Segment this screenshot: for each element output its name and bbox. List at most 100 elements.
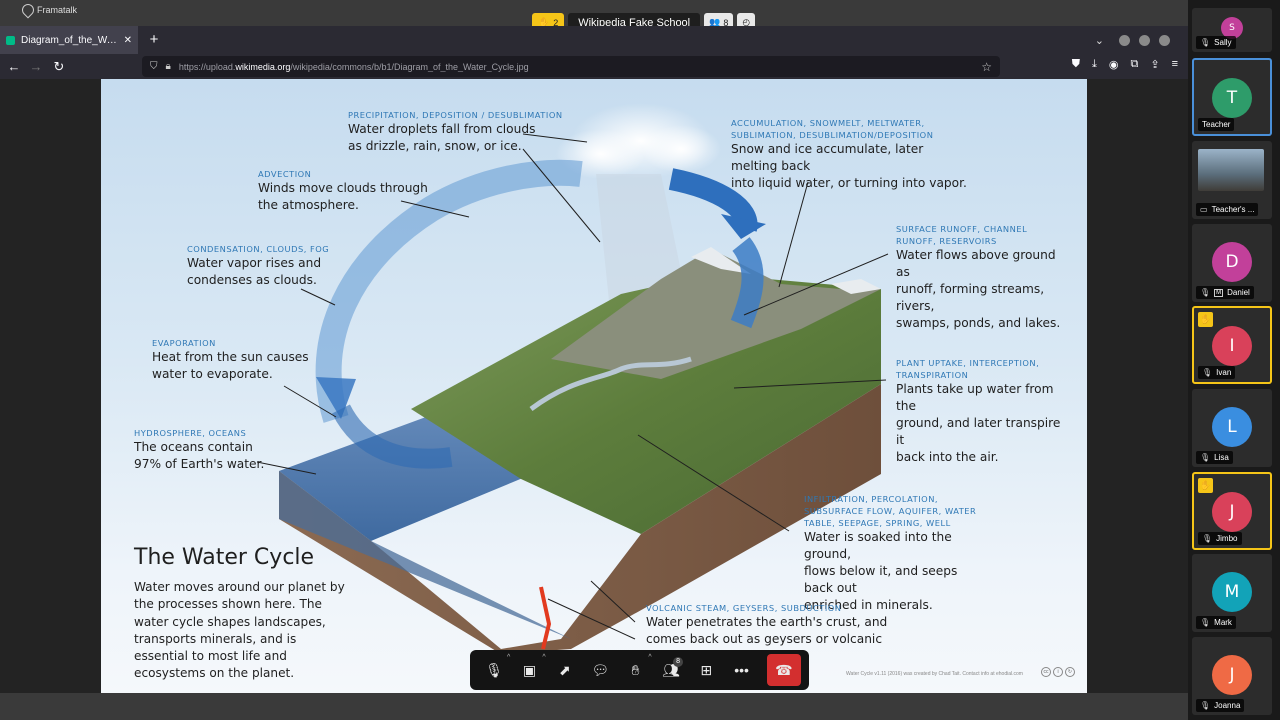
participant-name-tag: 🎙︎Jimbo	[1198, 532, 1242, 545]
browser-toolbar-icons: ⛊ ⤓ ◉ ⧉ ⇪ ≡	[1072, 58, 1178, 71]
participant-tile-teacher[interactable]: T Teacher	[1192, 58, 1272, 136]
extensions-icon[interactable]: ⧉	[1130, 58, 1139, 70]
more-icon: •••	[734, 662, 749, 678]
river-shape	[529, 356, 692, 412]
label-condensation: CONDENSATION, CLOUDS, FOG Water vapor ri…	[187, 244, 330, 287]
mic-options-icon[interactable]: ^	[507, 654, 511, 661]
participant-name-tag: 🎙︎Sally	[1196, 36, 1236, 49]
avatar: I	[1212, 326, 1252, 366]
moderator-icon: M	[1214, 288, 1224, 297]
address-bar[interactable]: ⛉ 🔒︎ https://upload.wikimedia.org/wikipe…	[142, 56, 1000, 77]
participants-badge: 8	[673, 657, 684, 667]
sa-icon: ↻	[1065, 667, 1075, 677]
screen-share-button[interactable]: ⬈	[549, 655, 581, 685]
meeting-toolbar: 🎙︎^ ▣^ ⬈ 💬︎ ✋︎^ 👥︎8 ⊞ ••• ☎︎	[470, 650, 809, 690]
mic-muted-icon: 🎙︎	[1202, 368, 1213, 377]
hangup-button[interactable]: ☎︎	[766, 654, 801, 686]
avatar: T	[1212, 78, 1252, 118]
cycle-arrow-left	[315, 159, 583, 423]
reload-icon[interactable]: ↻	[53, 59, 65, 74]
microphone-button[interactable]: 🎙︎^	[478, 654, 511, 685]
participants-button[interactable]: 👥︎8	[655, 655, 687, 685]
camera-button[interactable]: ▣^	[513, 654, 546, 685]
forward-icon[interactable]: →	[29, 59, 43, 74]
close-tab-icon[interactable]: ✕	[123, 34, 132, 46]
participant-name-tag: 🎙︎Mark	[1196, 616, 1236, 629]
new-tab-button[interactable]: +	[149, 31, 159, 48]
screen-share-icon: ⬈	[558, 661, 571, 678]
minimize-button[interactable]	[1119, 35, 1130, 46]
lock-icon[interactable]: 🔒︎	[165, 61, 171, 72]
diagram-artwork	[256, 103, 889, 654]
participant-name-tag: ▭Teacher's ...	[1196, 203, 1259, 216]
favicon-icon	[6, 35, 15, 45]
app-logo: Framatalk	[19, 1, 78, 19]
account-icon[interactable]: ◉	[1108, 59, 1119, 71]
participants-sidebar: S 🎙︎Sally T Teacher ▭Teacher's ... D 🎙︎M…	[1188, 0, 1280, 720]
participant-name-tag: 🎙︎Ivan	[1198, 366, 1236, 379]
raised-hands-count: 2	[553, 17, 559, 28]
tile-view-button[interactable]: ⊞	[690, 655, 722, 685]
mic-muted-icon: 🎙︎	[1200, 38, 1211, 47]
mic-muted-icon: 🎙︎	[1202, 534, 1213, 543]
mic-muted-icon: 🎙︎	[485, 661, 504, 678]
avatar: J	[1212, 492, 1252, 532]
license-icons: cc i ↻	[1041, 667, 1075, 677]
label-advection: ADVECTION Winds move clouds through the …	[258, 169, 428, 212]
browser-nav-bar: ← → ↻ ⛉ 🔒︎ https://upload.wikimedia.org/…	[0, 54, 1188, 79]
screen-share-thumbnail	[1198, 149, 1264, 191]
hand-icon: ✋	[538, 17, 550, 27]
label-surface-runoff: SURFACE RUNOFF, CHANNEL RUNOFF, RESERVOI…	[896, 224, 1061, 330]
raised-hand-icon: ✋	[1198, 312, 1213, 327]
participant-tile-lisa[interactable]: L 🎙︎Lisa	[1192, 389, 1272, 467]
diagram-title: The Water Cycle	[134, 545, 315, 570]
maximize-button[interactable]	[1139, 35, 1150, 46]
close-window-button[interactable]	[1159, 35, 1170, 46]
participant-tile-jimbo[interactable]: ✋ J 🎙︎Jimbo	[1192, 472, 1272, 550]
participant-tile-sally[interactable]: S 🎙︎Sally	[1192, 8, 1272, 52]
browser-tab[interactable]: Diagram_of_the_Water_Cycle.jpg ✕	[0, 26, 138, 54]
more-actions-button[interactable]: •••	[725, 655, 757, 685]
pocket-icon[interactable]: ⛊	[1071, 58, 1081, 70]
chat-icon: 💬︎	[591, 661, 610, 678]
url-text[interactable]: https://upload.wikimedia.org/wikipedia/c…	[178, 61, 529, 72]
bottom-strip	[0, 693, 1188, 720]
back-icon[interactable]: ←	[7, 59, 21, 74]
raised-hand-icon: ✋	[1198, 478, 1213, 493]
participant-tile-teacher-screen[interactable]: ▭Teacher's ...	[1192, 141, 1272, 219]
participant-name-tag: 🎙︎Joanna	[1196, 699, 1245, 712]
app-name: Framatalk	[37, 5, 78, 15]
leader-lines	[256, 133, 889, 640]
mountain-shape	[551, 249, 881, 379]
logo-icon	[19, 1, 37, 19]
phone-hangup-icon: ☎︎	[775, 661, 793, 678]
cycle-arrow-right	[730, 237, 764, 329]
reactions-options-icon[interactable]: ^	[648, 654, 652, 661]
label-hydrosphere: HYDROSPHERE, OCEANS The oceans contain 9…	[134, 428, 265, 471]
label-plant-uptake: PLANT UPTAKE, INTERCEPTION, TRANSPIRATIO…	[896, 358, 1061, 464]
download-icon[interactable]: ⤓	[1092, 58, 1097, 70]
cc-icon: cc	[1041, 667, 1051, 677]
chat-button[interactable]: 💬︎	[584, 655, 616, 685]
menu-icon[interactable]: ≡	[1171, 58, 1178, 70]
camera-options-icon[interactable]: ^	[542, 654, 546, 661]
raise-hand-button[interactable]: ✋︎^	[619, 654, 652, 685]
bookmark-star-icon[interactable]: ☆	[981, 59, 992, 74]
participant-tile-joanna[interactable]: J 🎙︎Joanna	[1192, 637, 1272, 715]
shield-icon[interactable]: ⛉	[150, 61, 158, 72]
gauge-icon: ◴	[742, 17, 751, 27]
participant-tile-ivan[interactable]: ✋ I 🎙︎Ivan	[1192, 306, 1272, 384]
avatar: S	[1221, 17, 1243, 39]
label-evaporation: EVAPORATION Heat from the sun causes wat…	[152, 338, 309, 381]
by-icon: i	[1053, 667, 1063, 677]
participant-name-tag: Teacher	[1198, 118, 1235, 131]
avatar: M	[1212, 572, 1252, 612]
mic-muted-icon: 🎙︎	[1200, 288, 1211, 297]
tab-list-icon[interactable]: ⌄	[1094, 35, 1104, 47]
screen-icon: ▭	[1200, 205, 1208, 214]
share-icon[interactable]: ⇪	[1150, 59, 1160, 71]
camera-off-icon: ▣	[522, 661, 537, 678]
participant-tile-mark[interactable]: M 🎙︎Mark	[1192, 554, 1272, 632]
